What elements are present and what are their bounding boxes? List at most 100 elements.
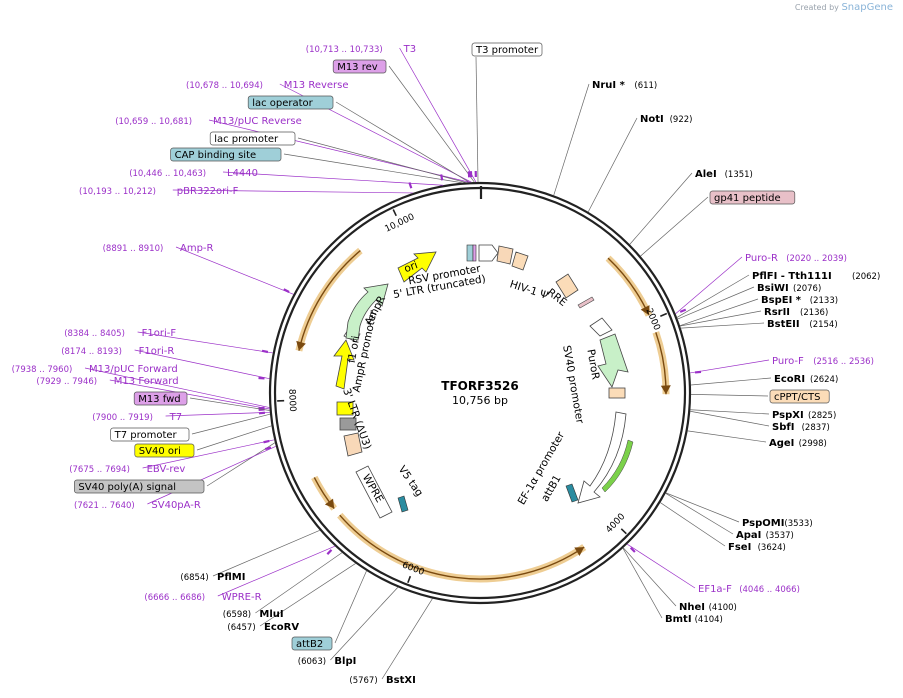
sv40-ori-label[interactable]: SV40 ori (134, 443, 195, 458)
agei-label[interactable]: AgeI(2998) (769, 438, 827, 449)
cap-binding-site-label[interactable]: CAP binding site (170, 147, 282, 162)
nhei-leader (623, 547, 677, 607)
sv40-poly-a-signal-label[interactable]: SV40 poly(A) signal (74, 479, 205, 494)
orf-arrowhead-3 (324, 498, 335, 509)
nrui-name: NruI * (592, 80, 626, 91)
rsrii-label[interactable]: RsrII(2136) (764, 307, 828, 318)
lac-operator-label[interactable]: lac operator (247, 95, 334, 110)
apai-position: (3537) (766, 531, 794, 541)
nhei-position: (4100) (709, 603, 737, 613)
bmti-position: (4104) (695, 615, 723, 625)
m13-reverse-label[interactable]: M13 Reverse(10,678 .. 10,694) (186, 80, 349, 91)
bspei-label[interactable]: BspEI *(2133) (761, 295, 838, 306)
l4440-name: L4440 (227, 168, 258, 179)
bstxi-label[interactable]: BstXI(5767) (349, 675, 415, 686)
m13-rev-label[interactable]: M13 rev (332, 59, 387, 74)
fsei-label[interactable]: FseI(3624) (728, 542, 786, 553)
f1ori-r-label[interactable]: F1ori-R(8174 .. 8193) (61, 346, 174, 357)
f1ori-f-leader (137, 331, 273, 354)
attb2-label[interactable]: attB2 (291, 636, 333, 651)
pspxi-leader (690, 409, 770, 415)
nhei-label[interactable]: NheI(4100) (679, 602, 737, 613)
snapgene-brand[interactable]: SnapGene (841, 2, 893, 13)
m13-puc-forward-label[interactable]: M13/pUC Forward(7938 .. 7960) (12, 364, 178, 375)
blpi-name: BlpI (334, 656, 356, 667)
t7-label[interactable]: T7(7900 .. 7919) (92, 412, 182, 423)
ltr3-block (343, 432, 363, 457)
pspomi-label[interactable]: PspOMI(3533) (742, 518, 813, 529)
f1ori-f-label[interactable]: F1ori-F(8384 .. 8405) (64, 328, 176, 339)
pflmi-leader (212, 529, 320, 577)
bmti-leader (622, 548, 663, 619)
ecorv-label[interactable]: EcoRV(6457) (227, 622, 299, 633)
bsiwi-label[interactable]: BsiWI(2076) (757, 283, 821, 294)
sv40-ori-name: SV40 ori (139, 446, 181, 457)
pspomi-name: PspOMI (742, 518, 784, 529)
orf-arrowhead-1 (660, 385, 671, 395)
m13-forward-position: (7929 .. 7946) (36, 377, 97, 387)
t7-promoter-label[interactable]: T7 promoter (110, 427, 190, 442)
wpre-r-position: (6666 .. 6686) (144, 593, 205, 603)
bmti-label[interactable]: BmtI(4104) (665, 614, 723, 625)
noti-name: NotI (640, 114, 664, 125)
puror-inner-label: PuroR (584, 348, 601, 380)
ecori-label[interactable]: EcoRI(2624) (774, 374, 838, 385)
ef1a-f-label[interactable]: EF1a-F(4046 .. 4066) (698, 584, 800, 595)
m13-forward-label[interactable]: M13 Forward(7929 .. 7946) (36, 376, 178, 387)
m13-puc-reverse-label[interactable]: M13/pUC Reverse(10,659 .. 10,681) (115, 116, 302, 127)
ef1a-green-mark (601, 439, 634, 493)
cap-binding-site-badge (170, 147, 282, 162)
ecori-position: (2624) (810, 375, 838, 385)
t3-promoter-label[interactable]: T3 promoter (471, 42, 543, 57)
t3-label[interactable]: T3(10,713 .. 10,733) (306, 44, 416, 55)
m13-reverse-position: (10,678 .. 10,694) (186, 81, 263, 91)
center-title: TFORF3526 10,756 bp (441, 379, 518, 407)
sbfi-label[interactable]: SbfI(2837) (772, 422, 830, 433)
feature-arrows (333, 244, 634, 519)
alei-leader (629, 172, 693, 245)
noti-label[interactable]: NotI(922) (640, 114, 692, 125)
ebv-rev-label[interactable]: EBV-rev(7675 .. 7694) (69, 464, 185, 475)
bsteii-label[interactable]: BstEII(2154) (767, 319, 838, 330)
pflfi-tth111i-name: PflFI - Tth111I (752, 271, 832, 282)
blpi-label[interactable]: BlpI(6063) (298, 656, 357, 667)
m13-fwd-label[interactable]: M13 fwd (133, 391, 188, 406)
pbr322ori-f-label[interactable]: pBR322ori-F(10,193 .. 10,212) (79, 186, 239, 197)
orf-arrowhead-2 (574, 547, 585, 557)
sv40pa-r-leader (147, 445, 276, 505)
nrui-label[interactable]: NruI *(611) (592, 80, 657, 91)
l4440-label[interactable]: L4440(10,446 .. 10,463) (129, 168, 258, 179)
mlui-position: (6598) (223, 610, 251, 620)
alei-label[interactable]: AleI(1351) (695, 169, 753, 180)
ebv-rev-leader (142, 439, 275, 469)
sbfi-name: SbfI (772, 422, 794, 433)
puro-f-label[interactable]: Puro-F(2516 .. 2536) (772, 356, 874, 367)
alei-position: (1351) (725, 170, 753, 180)
lac-operator-name: lac operator (252, 98, 313, 109)
pspxi-label[interactable]: PspXI(2825) (772, 410, 836, 421)
pflfi-tth111i-label[interactable]: PflFI - Tth111I(2062) (752, 271, 880, 282)
amp-r-label[interactable]: Amp-R(8891 .. 8910) (103, 243, 214, 254)
wpre-r-label[interactable]: WPRE-R(6666 .. 6686) (144, 592, 261, 603)
gp41-peptide-label[interactable]: gp41 peptide (709, 190, 796, 205)
t3-position: (10,713 .. 10,733) (306, 45, 383, 55)
wpre-inner-label: WPRE (360, 472, 386, 505)
tick-mark-10000 (392, 209, 397, 217)
plasmid-size: 10,756 bp (452, 394, 508, 407)
noti-leader (587, 117, 638, 213)
credit-prefix: Created by (794, 3, 839, 12)
pflmi-label[interactable]: PflMI(6854) (180, 572, 245, 583)
apai-label[interactable]: ApaI(3537) (736, 530, 794, 541)
gp41-peptide-name: gp41 peptide (714, 193, 781, 204)
sv40-poly-a-signal-name: SV40 poly(A) signal (78, 482, 176, 493)
mlui-label[interactable]: MluI(6598) (223, 609, 284, 620)
lac-promoter-label[interactable]: lac promoter (209, 131, 296, 146)
blpi-leader (330, 587, 399, 661)
puro-r-label[interactable]: Puro-R(2020 .. 2039) (745, 253, 847, 264)
leader-lines (84, 47, 772, 680)
sv40pa-r-label[interactable]: SV40pA-R(7621 .. 7640) (74, 500, 201, 511)
cppt-cts-label[interactable]: cPPT/CTS (769, 389, 830, 404)
cppt-block (608, 387, 626, 399)
ef1a-f-name: EF1a-F (698, 584, 732, 595)
cppt-cts-name: cPPT/CTS (774, 392, 820, 403)
